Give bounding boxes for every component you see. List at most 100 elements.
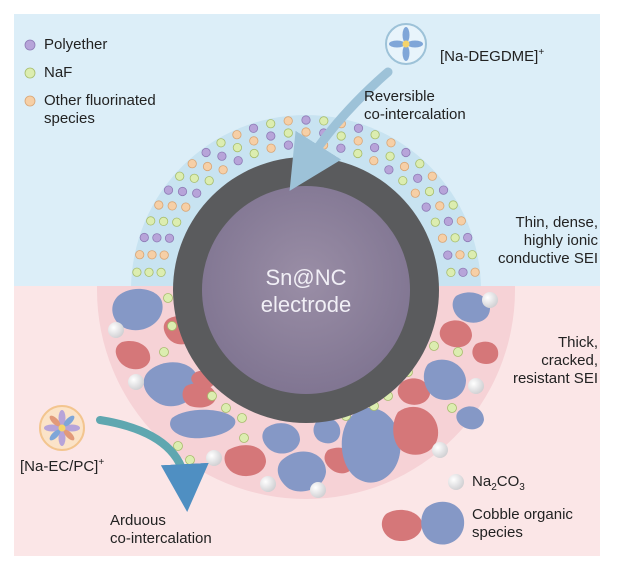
sei-species-dot [216, 138, 226, 148]
sei-species-dot [384, 165, 394, 175]
sei-species-dot [266, 131, 276, 141]
sei-species-dot [175, 171, 185, 181]
sei-species-dot [218, 165, 228, 175]
electrode-core [202, 186, 410, 394]
sei-species-dot [144, 267, 154, 277]
na-ecpc-complex-icon [39, 405, 85, 451]
sei-species-dot [413, 173, 423, 183]
sei-species-dot [399, 161, 410, 172]
sei-species-dot [181, 202, 191, 212]
sei-species-dot [353, 123, 364, 133]
na2co3-spheres [108, 292, 498, 498]
sei-species-dot [232, 130, 242, 140]
cobble-red-legend-icon [381, 509, 423, 542]
sei-species-dot [353, 136, 363, 146]
sei-species-dot [249, 136, 259, 146]
sei-species-dot [217, 151, 227, 161]
thin-sei-label: Thin, dense, highly ionic conductive SEI [497, 214, 598, 267]
sei-species-dot [463, 232, 473, 243]
sei-species-dot [283, 140, 293, 150]
sei-species-dot [443, 250, 453, 260]
sei-species-dot [301, 139, 311, 149]
sei-species-dot [192, 188, 202, 198]
sei-species-dot [353, 148, 363, 159]
sei-species-dot [187, 159, 197, 169]
sei-species-dot [369, 156, 379, 166]
sei-species-dot [319, 116, 329, 126]
sei-species-dot [450, 233, 460, 243]
sei-species-dot [156, 267, 166, 277]
sei-species-dot [421, 202, 431, 212]
sei-species-dot [467, 250, 477, 260]
sei-species-dot [424, 186, 435, 197]
sei-species-dot [438, 185, 449, 195]
top-sei-species [132, 115, 480, 277]
arduous-cointercalation-label: Arduous co-intercalation [110, 512, 212, 547]
sei-species-dot [443, 216, 453, 226]
sei-species-dot [135, 250, 145, 260]
arduous-arrow [96, 416, 209, 512]
sei-species-dot [167, 201, 177, 211]
sei-species-dot [189, 173, 199, 183]
na-ecpc-label: [Na-EC/PC]+ [20, 457, 105, 476]
cobble-organic-legend-label: Cobble organic species [472, 506, 573, 541]
polyether-legend-icon [24, 39, 36, 51]
sei-species-dot [455, 250, 465, 260]
sei-species-dot [249, 148, 259, 159]
electrode-label: Sn@NC electrode [260, 265, 352, 317]
sei-species-dot [448, 200, 458, 210]
sei-species-dot [398, 176, 408, 186]
polyether-legend-label: Polyether [44, 36, 108, 53]
sei-species-dot [435, 201, 445, 211]
na-degdme-complex-icon [385, 23, 427, 65]
thick-sei-label: Thick, cracked, resistant SEI [512, 334, 598, 387]
sei-species-dot [266, 119, 276, 129]
sei-species-dot [204, 176, 214, 186]
reversible-arrow [289, 67, 393, 191]
sei-species-dot [154, 200, 164, 210]
sei-species-dot [146, 216, 156, 226]
sei-species-dot [410, 188, 420, 198]
sei-species-dot [370, 130, 380, 140]
sei-species-dot [369, 143, 380, 153]
sei-species-dot [232, 143, 242, 153]
sei-species-dot [139, 232, 149, 243]
na-degdme-label: [Na-DEGDME]+ [440, 47, 545, 66]
sei-species-dot [415, 159, 425, 169]
sei-species-dot [301, 127, 311, 137]
sei-species-dot [163, 185, 174, 195]
sei-species-dot [401, 147, 411, 158]
sei-species-dot [470, 267, 480, 277]
naf-legend-icon [24, 67, 36, 79]
sei-species-dot [336, 131, 346, 141]
sei-species-dot [248, 123, 259, 133]
sei-species-dot [172, 217, 182, 227]
sei-species-dot [283, 116, 293, 126]
sei-species-dot [427, 171, 437, 181]
sei-species-dot [159, 250, 169, 260]
sei-species-dot [202, 161, 213, 172]
sei-species-dot [446, 267, 456, 277]
sei-species-dot [386, 138, 396, 148]
reversible-cointercalation-label: Reversible co-intercalation [364, 88, 466, 123]
sei-species-dot [437, 233, 448, 243]
sei-species-dot [458, 267, 468, 277]
sei-species-dot [177, 186, 188, 197]
other-fluorinated-legend-icon [24, 95, 36, 107]
sei-species-dot [164, 233, 175, 243]
sei-species-dot [456, 216, 466, 226]
sei-species-dot [336, 143, 346, 153]
other-fluorinated-legend-label: Other fluorinated species [44, 92, 156, 127]
sei-species-dot [385, 151, 395, 161]
sei-species-dot [266, 143, 276, 153]
na2co3-legend-icon [448, 474, 464, 490]
sei-species-dot [147, 250, 157, 260]
sei-species-dot [152, 233, 162, 243]
naf-legend-label: NaF [44, 64, 73, 81]
sei-species-dot [132, 267, 142, 277]
sei-species-dot [159, 216, 169, 226]
sei-species-dot [233, 156, 243, 166]
sei-species-dot [301, 115, 311, 125]
